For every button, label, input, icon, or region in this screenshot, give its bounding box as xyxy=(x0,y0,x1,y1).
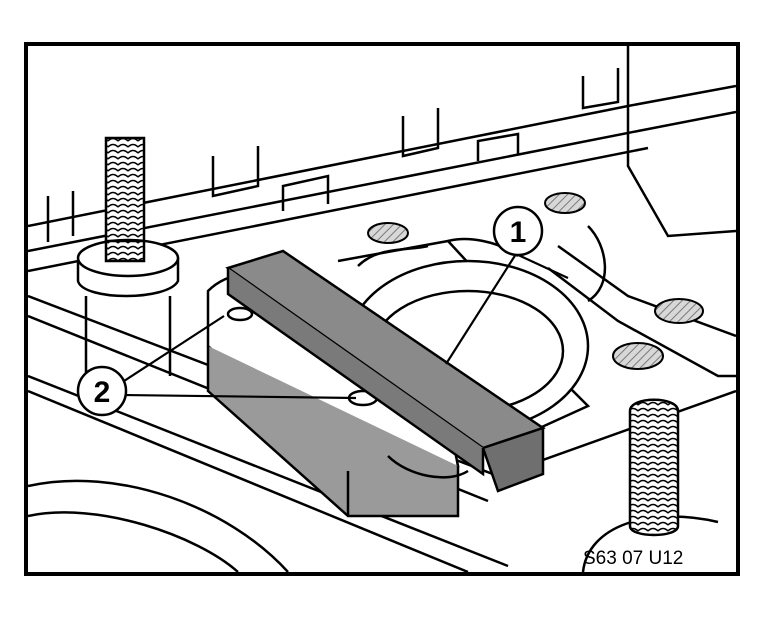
stud-right xyxy=(628,398,680,537)
stud-left xyxy=(76,136,180,376)
reference-code: S63 07 U12 xyxy=(583,548,683,569)
plug-holes xyxy=(367,192,704,370)
diagram-frame: 1 2 S63 07 U12 xyxy=(24,42,740,576)
special-tool xyxy=(225,249,546,493)
callout-1-label: 1 xyxy=(510,216,527,249)
callout-2: 2 xyxy=(76,365,128,417)
technical-drawing: 1 2 S63 07 U12 xyxy=(28,46,736,572)
callout-1: 1 xyxy=(492,205,544,257)
leader-lines xyxy=(123,253,569,400)
callout-2-label: 2 xyxy=(94,376,111,409)
